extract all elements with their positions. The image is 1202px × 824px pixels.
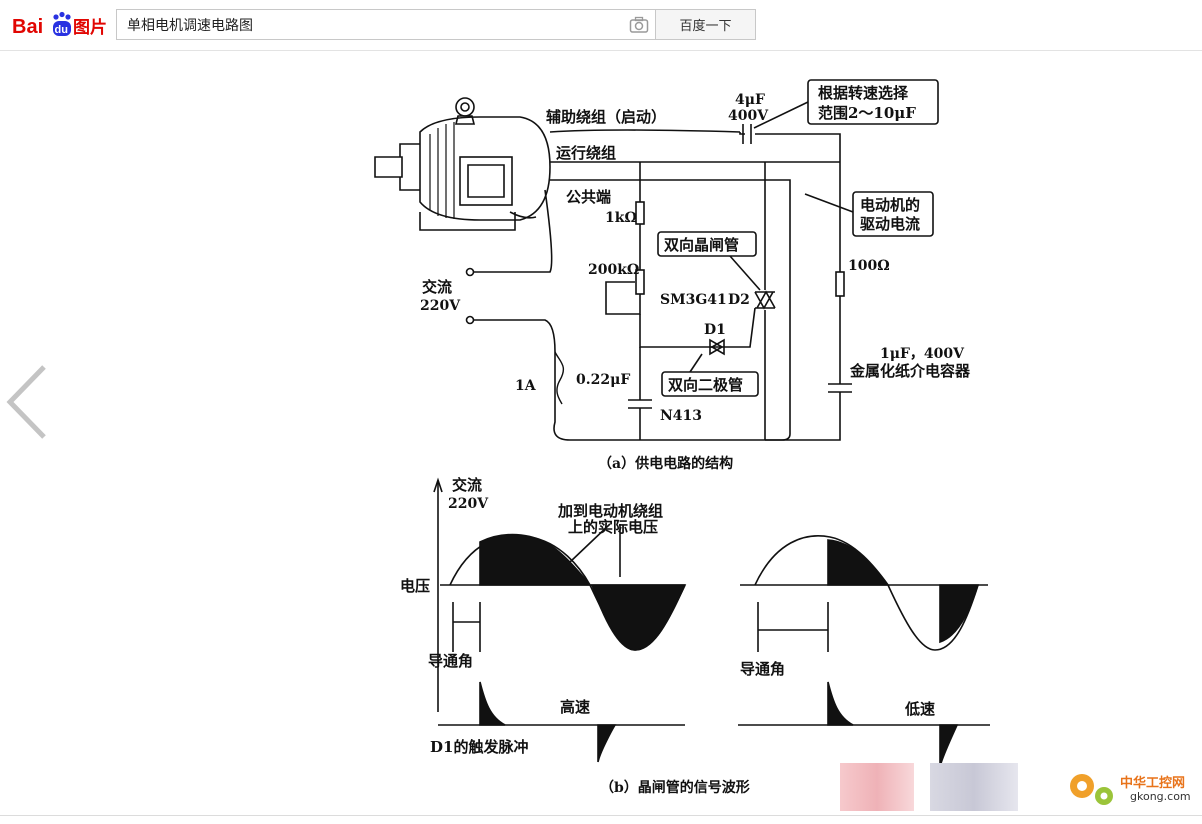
- gkong-watermark: 中华工控网 gkong.com: [1060, 764, 1200, 814]
- top-bar: Bai du 图片 百度一下: [0, 0, 1202, 51]
- triac-part: SM3G41: [660, 292, 727, 308]
- trigger-pulse-label: D1的触发脉冲: [430, 738, 528, 756]
- diac-label: 双向二极管: [668, 376, 743, 394]
- voltage-axis-label: 电压: [400, 577, 430, 595]
- n413-label: N413: [660, 408, 702, 424]
- ac-label: 交流: [422, 278, 452, 296]
- pot-label: 200kΩ: [588, 262, 639, 278]
- r1k-label: 1kΩ: [605, 210, 637, 226]
- circuit-figure: 辅助绕组（启动） 4μF 400V 根据转速选择 范围2～10μF 运行绕组 公…: [350, 62, 1026, 810]
- cap-paper-label: 金属化纸介电容器: [849, 362, 971, 380]
- paw-icon: [53, 11, 71, 36]
- search-input[interactable]: [127, 10, 617, 39]
- d1-label: D1: [704, 322, 726, 338]
- speed-note-1: 根据转速选择: [818, 84, 909, 102]
- triac-label: 双向晶闸管: [664, 236, 739, 254]
- camera-icon[interactable]: [629, 16, 649, 34]
- divider: [0, 815, 1202, 816]
- conduction-angle-2: 导通角: [740, 660, 785, 678]
- actual-voltage-1: 加到电动机绕组: [557, 502, 663, 520]
- search-box: [116, 9, 656, 40]
- logo-text: Bai: [12, 16, 43, 38]
- blurred-thumbnail: [930, 763, 1018, 811]
- search-button[interactable]: 百度一下: [656, 9, 756, 40]
- high-speed-label: 高速: [560, 698, 590, 716]
- caption-b: （b）晶闸管的信号波形: [600, 779, 750, 796]
- wave-v220-label: 220V: [448, 496, 489, 512]
- conduction-angle-1: 导通角: [428, 652, 473, 670]
- drive-current-2: 驱动电流: [860, 215, 920, 233]
- watermark-site: gkong.com: [1130, 790, 1191, 803]
- fuse-label: 1A: [515, 378, 537, 394]
- cap-4uf-voltage: 400V: [728, 108, 769, 124]
- aux-winding-label: 辅助绕组（启动）: [546, 108, 666, 126]
- logo-du: du: [55, 24, 68, 36]
- d2-label: D2: [728, 292, 750, 308]
- chevron-left-icon[interactable]: [6, 365, 50, 439]
- common-label: 公共端: [566, 188, 611, 206]
- actual-voltage-2: 上的实际电压: [568, 518, 658, 536]
- speed-note-2: 范围2～10μF: [818, 104, 916, 122]
- wave-ac-label: 交流: [452, 476, 482, 494]
- baidu-image-logo[interactable]: Bai du 图片: [12, 10, 110, 40]
- watermark-name: 中华工控网: [1120, 776, 1186, 791]
- low-speed-label: 低速: [904, 700, 935, 718]
- caption-a: （a）供电电路的结构: [598, 455, 733, 472]
- run-winding-label: 运行绕组: [556, 144, 616, 162]
- drive-current-1: 电动机的: [860, 196, 920, 214]
- v220-label: 220V: [420, 298, 461, 314]
- logo-suffix: 图片: [73, 17, 107, 38]
- cap-1uf-label: 1μF，400V: [880, 346, 965, 362]
- r100-label: 100Ω: [848, 258, 890, 274]
- cap-4uf-value: 4μF: [735, 92, 765, 108]
- blurred-thumbnail: [840, 763, 914, 811]
- gear-icon: [1070, 774, 1113, 805]
- c022-label: 0.22μF: [576, 372, 630, 388]
